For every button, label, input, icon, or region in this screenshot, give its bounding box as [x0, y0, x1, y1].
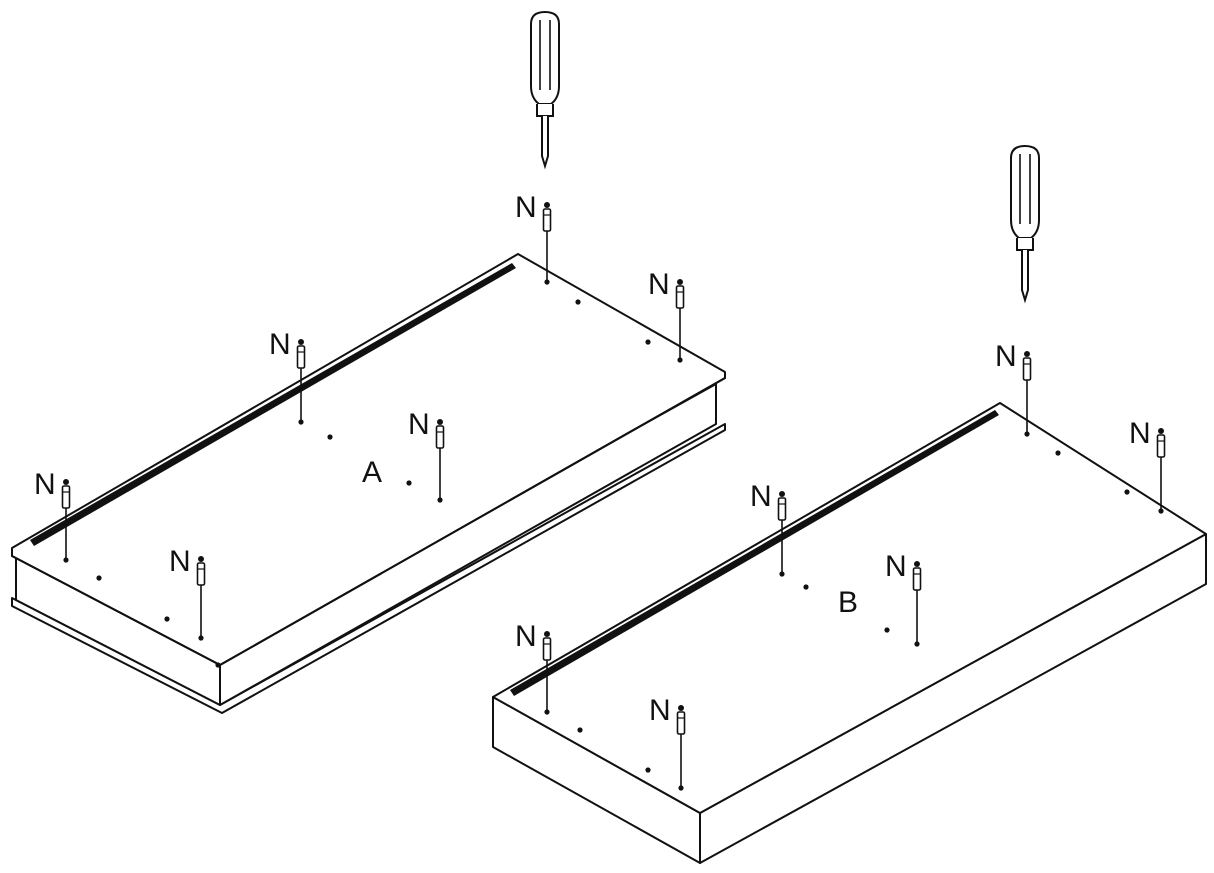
panel-a [11, 253, 726, 714]
screw-label: N [648, 268, 670, 301]
screw-label: N [995, 340, 1017, 373]
screwdriver-icon [530, 11, 560, 167]
pre-drilled-holes [96, 299, 1130, 773]
pre-drilled-hole [164, 616, 170, 622]
pre-drilled-hole [406, 480, 412, 486]
screw-label: N [750, 480, 772, 513]
pre-drilled-hole [1055, 450, 1061, 456]
panel-a-label: A [362, 456, 382, 489]
pre-drilled-hole [215, 662, 221, 668]
screw-icon: N [885, 550, 922, 647]
screw-label: N [515, 191, 537, 224]
screw-label: N [34, 468, 56, 501]
panel-b-label: B [838, 586, 858, 619]
screw-label: N [408, 408, 430, 441]
pre-drilled-hole [803, 584, 809, 590]
panel-b [492, 402, 1207, 864]
screws: N N N N N N N N N N N N [34, 191, 1166, 791]
screw-icon: N [648, 268, 685, 363]
screw-icon: N [649, 694, 686, 791]
screw-icon: N [995, 340, 1032, 437]
screw-label: N [1129, 417, 1151, 450]
pre-drilled-hole [575, 299, 581, 305]
pre-drilled-hole [645, 767, 651, 773]
screw-icon: N [1129, 417, 1166, 514]
pre-drilled-hole [884, 627, 890, 633]
pre-drilled-hole [577, 727, 583, 733]
pre-drilled-hole [645, 339, 651, 345]
screwdriver-icon [1010, 145, 1040, 301]
pre-drilled-hole [96, 575, 102, 581]
screw-label: N [269, 328, 291, 361]
screw-icon: N [34, 468, 71, 563]
screw-label: N [169, 545, 191, 578]
screw-label: N [515, 620, 537, 653]
screw-icon: N [515, 620, 552, 715]
pre-drilled-hole [327, 434, 333, 440]
screw-icon: N [269, 328, 306, 425]
screw-icon: N [515, 191, 552, 285]
screw-icon: N [169, 545, 206, 641]
screw-label: N [649, 694, 671, 727]
pre-drilled-hole [1124, 489, 1130, 495]
screw-icon: N [408, 408, 445, 503]
screw-icon: N [750, 480, 787, 577]
screw-label: N [885, 550, 907, 583]
